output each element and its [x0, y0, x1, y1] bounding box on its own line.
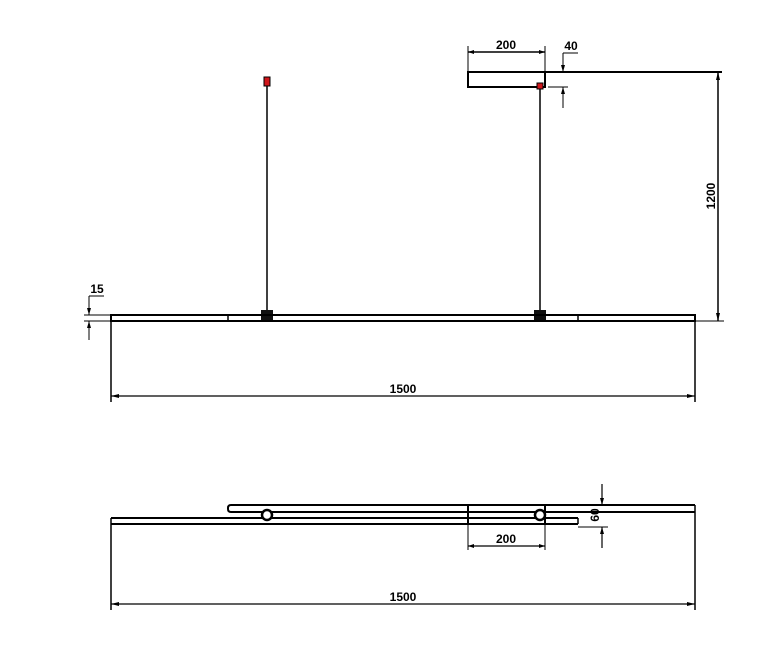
- dimension-canopy-width-top: 200: [467, 524, 546, 550]
- cable-point-icon: [260, 508, 274, 522]
- left-suspension-cable: [261, 76, 273, 322]
- dimension-width-top: 60: [578, 484, 608, 548]
- dimension-canopy-height: 40: [548, 39, 578, 108]
- front-view: 200 40 1200 15: [84, 38, 724, 402]
- dimension-label: 200: [496, 532, 516, 546]
- dimension-label: 15: [90, 282, 104, 296]
- dimension-total-length-top: 1500: [111, 590, 695, 606]
- cable-grip-icon: [536, 82, 544, 90]
- dimension-suspension-height: 1200: [695, 72, 724, 322]
- right-suspension-cable: [534, 82, 546, 322]
- dimension-label: 200: [496, 38, 516, 52]
- canopy: [467, 71, 546, 88]
- cable-grip-icon: [263, 76, 271, 87]
- top-view: 200 60 1500: [110, 484, 696, 610]
- dimension-label: 1200: [704, 182, 718, 209]
- dimension-label: 60: [588, 508, 602, 522]
- luminaire-profile: [110, 314, 696, 322]
- dimension-label: 1500: [390, 590, 417, 604]
- dimension-total-length-front: 1500: [110, 321, 696, 402]
- dimension-profile-height: 15: [84, 282, 111, 340]
- dimension-label: 40: [564, 39, 578, 53]
- dimension-canopy-width: 200: [467, 38, 546, 72]
- dimension-label: 1500: [390, 382, 417, 396]
- canopy-top: [467, 504, 546, 525]
- cable-point-icon: [533, 508, 547, 522]
